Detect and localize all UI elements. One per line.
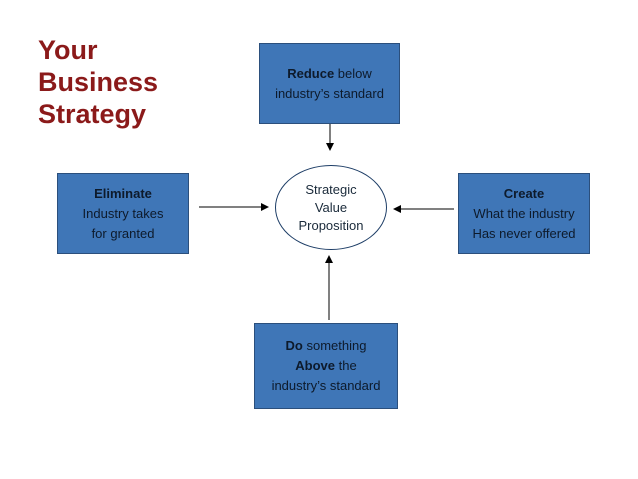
reduce-box: Reduce below industry’s standard — [259, 43, 400, 124]
reduce-keyword: Reduce — [287, 65, 335, 81]
above-line-2: Above the — [295, 356, 356, 376]
create-line-2: What the industry — [473, 205, 575, 221]
reduce-line-2: industry’s standard — [275, 85, 384, 101]
page-title: Your Business Strategy — [38, 34, 158, 130]
above-line-3: industry’s standard — [271, 378, 381, 393]
create-line-3: Has never offered — [472, 225, 576, 241]
create-keyword-text: Create — [503, 185, 545, 201]
eliminate-keyword: Eliminate — [94, 184, 152, 204]
center-line-1: Strategic — [305, 181, 357, 197]
eliminate-box: Eliminate Industry takes for granted — [57, 173, 189, 254]
eliminate-keyword-text: Eliminate — [94, 185, 152, 201]
center-line-2: Value — [314, 199, 348, 215]
reduce-rest: below — [334, 65, 372, 81]
title-line-2: Business — [38, 67, 159, 97]
create-keyword: Create — [504, 184, 544, 204]
do-keyword: Do — [285, 338, 303, 353]
eliminate-line-2: Industry takes — [82, 205, 164, 221]
center-line-3: Proposition — [298, 217, 364, 233]
eliminate-line-3: for granted — [91, 225, 155, 241]
above-line-1: Do something — [286, 336, 367, 356]
above-standard-box: Do something Above the industry’s standa… — [254, 323, 398, 409]
above-rest-2: the — [335, 358, 357, 373]
above-keyword: Above — [295, 358, 336, 373]
value-proposition-ellipse: Strategic Value Proposition — [275, 165, 387, 250]
above-rest-1: something — [302, 338, 367, 353]
create-box: Create What the industry Has never offer… — [458, 173, 590, 254]
title-line-1: Your — [38, 35, 98, 65]
title-line-3: Strategy — [38, 99, 147, 129]
reduce-line-1: Reduce below — [287, 64, 372, 84]
